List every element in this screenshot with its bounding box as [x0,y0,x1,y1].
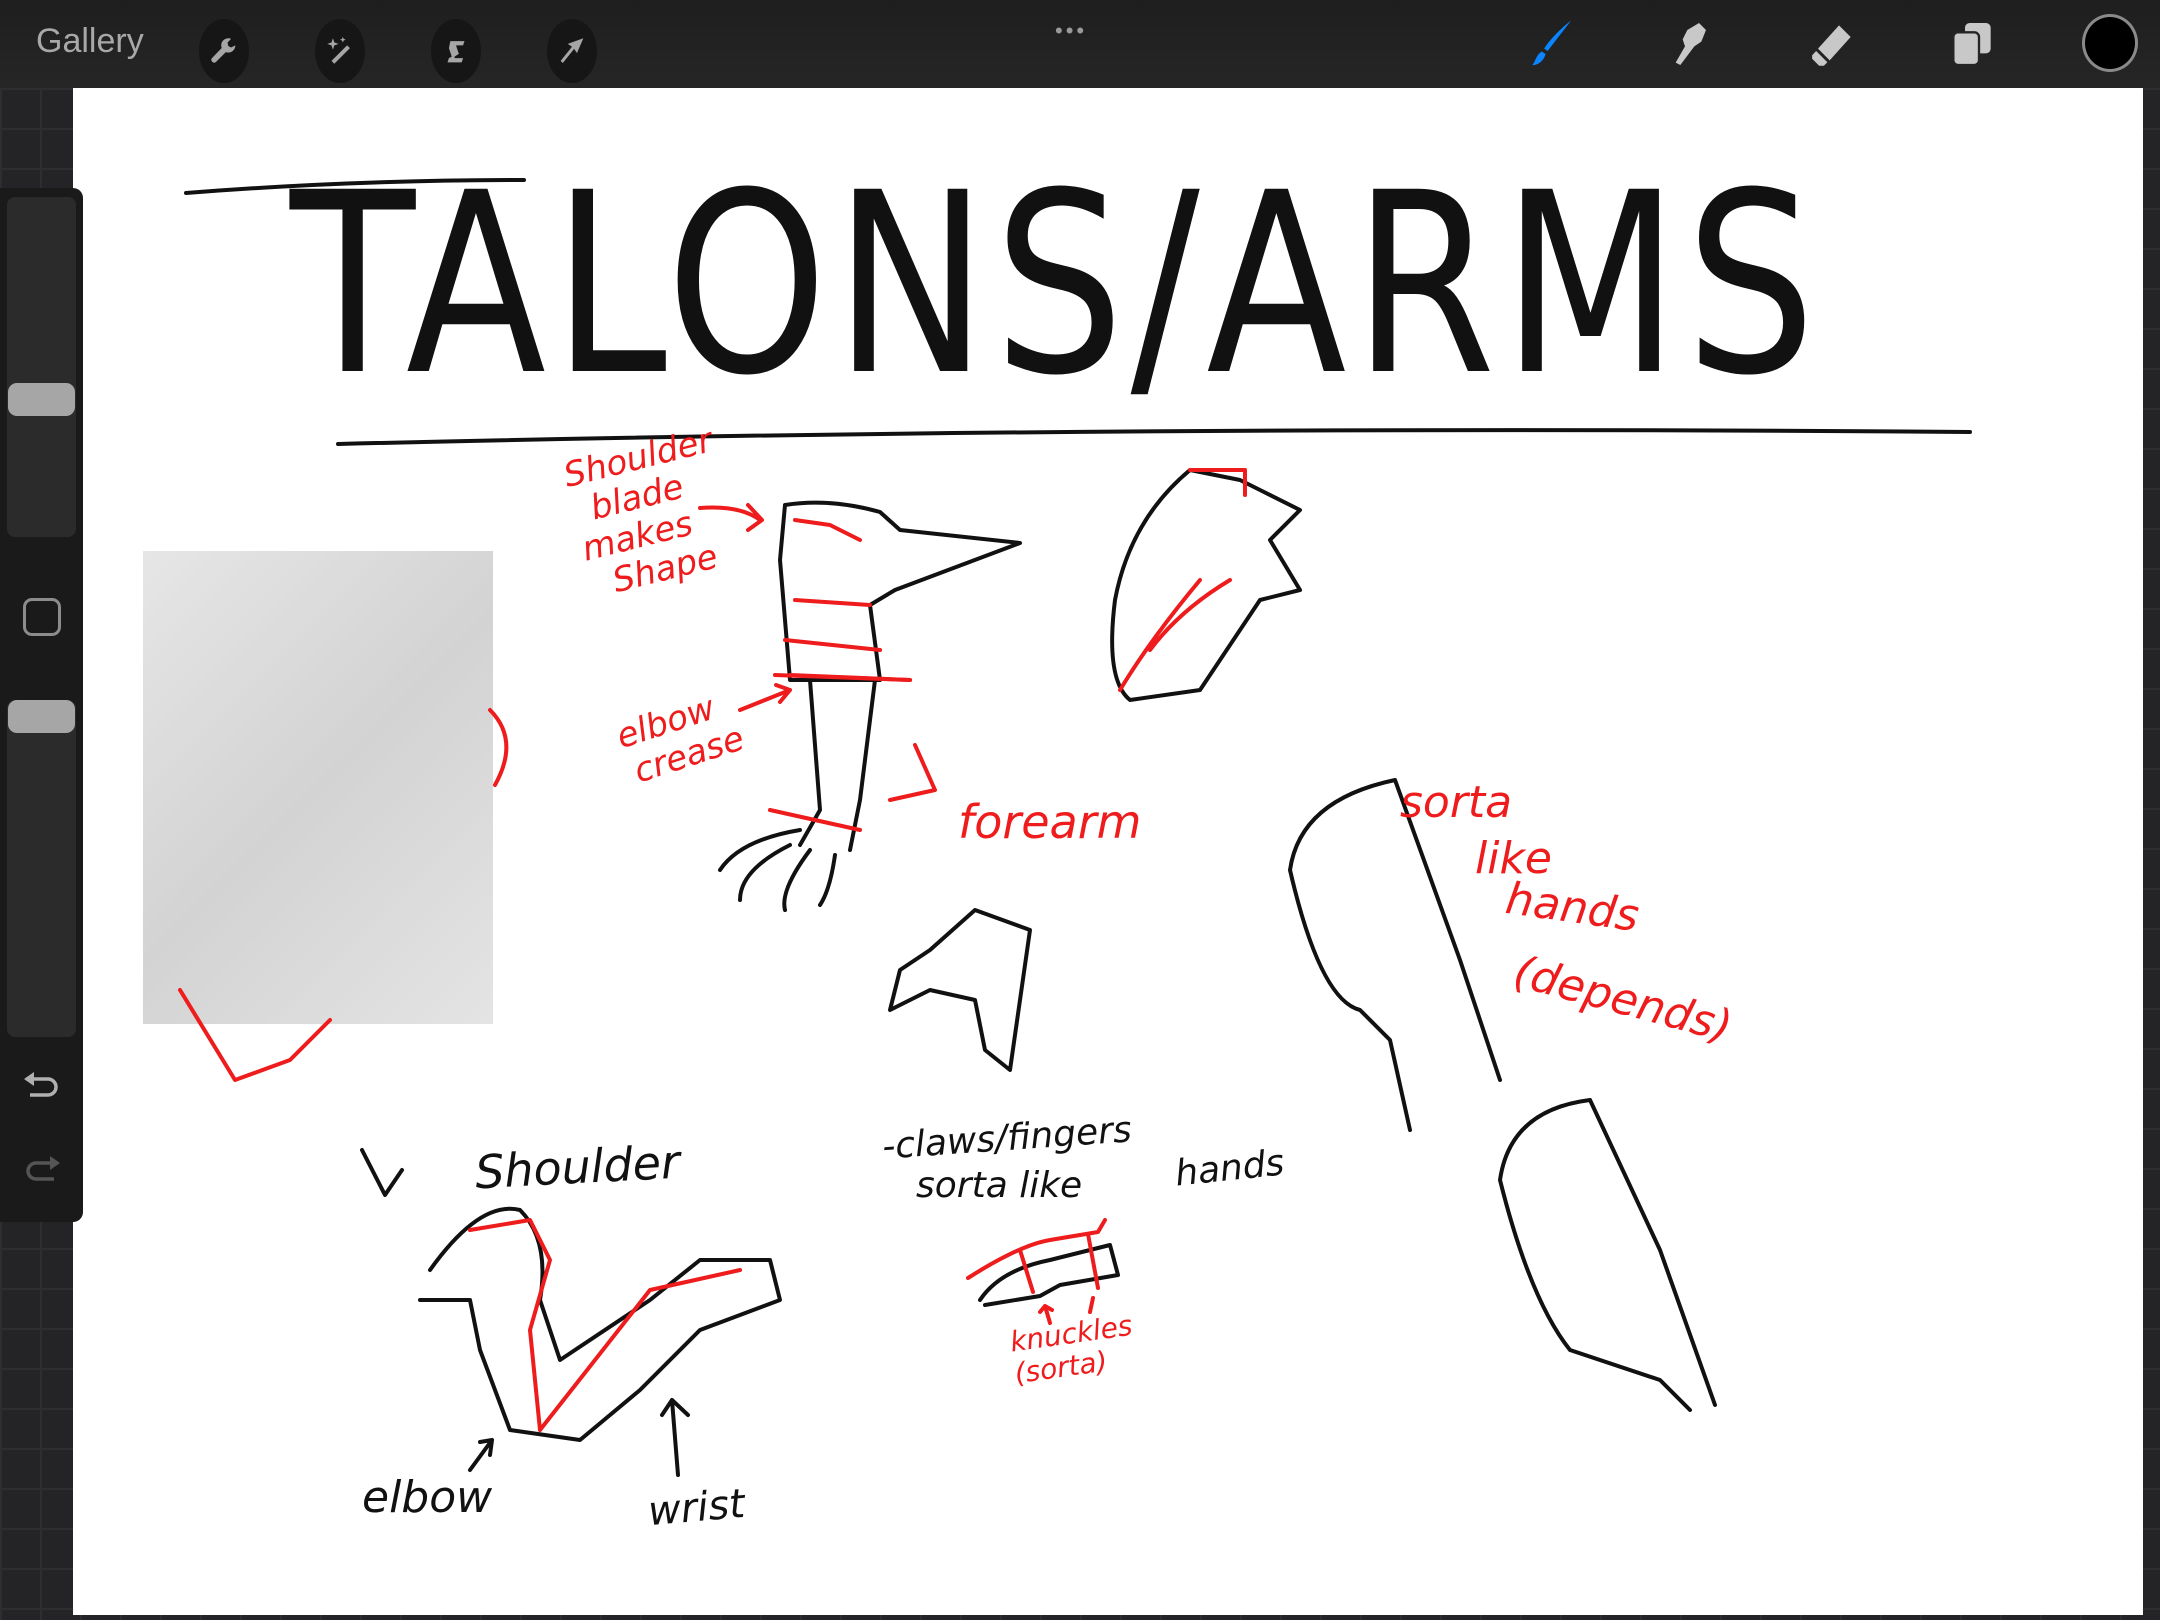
sorta-like-hands-note: sorta like hands (depends) [1400,775,1738,1053]
undo-icon[interactable] [22,1070,62,1100]
brush-size-slider[interactable] [7,197,76,537]
transform-arrow-icon [560,38,584,64]
forearm-note: forearm [958,795,1142,849]
opacity-slider[interactable] [7,700,76,1037]
transform-button[interactable] [547,19,597,83]
shoulder-note: Shoulder [473,1134,682,1200]
left-sidebar [0,188,83,1222]
wrench-icon [211,38,236,63]
adjustments-button[interactable] [315,19,365,83]
more-options-button[interactable]: ••• [1055,18,1088,43]
layers-icon [1952,23,1991,67]
note-line: sorta [1400,777,1513,828]
smudge-icon [1675,23,1706,65]
brush-icon [1532,20,1571,66]
reference-sketch-image [143,551,493,1024]
top-toolbar: Gallery ••• [0,0,2160,88]
brush-size-slider-thumb[interactable] [8,383,75,416]
elbow-note: elbow [362,1472,493,1523]
modify-button[interactable] [23,598,61,636]
note-line: like [1475,833,1552,884]
selection-icon [447,41,465,63]
selection-button[interactable] [431,19,481,83]
magic-wand-icon [327,36,350,64]
gallery-button[interactable]: Gallery [36,22,144,60]
eraser-icon [1812,25,1851,66]
brush-tool-button[interactable] [1520,14,1580,74]
opacity-slider-thumb[interactable] [8,700,75,733]
wrist-note: wrist [646,1480,747,1536]
eraser-tool-button[interactable] [1802,14,1862,74]
actions-button[interactable] [199,19,249,83]
redo-icon[interactable] [22,1154,62,1184]
canvas-title-lettering: TALONS/ARMS [290,139,1823,430]
layers-button[interactable] [1942,14,2002,74]
color-picker-button[interactable] [2082,14,2138,72]
claws-fingers-note-line-2: sorta like [916,1165,1083,1206]
smudge-tool-button[interactable] [1662,14,1722,74]
